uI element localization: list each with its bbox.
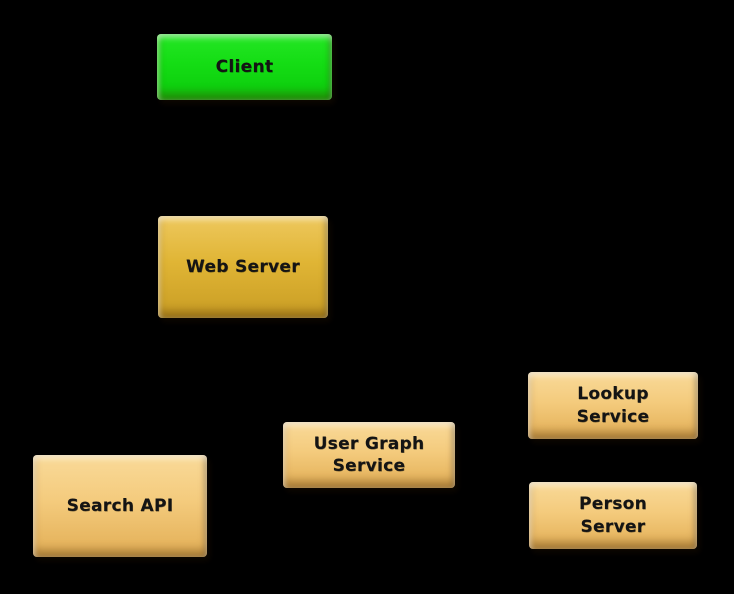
node-label-person-server: Person Server [578,494,648,537]
node-label-client: Client [215,56,274,77]
node-web-server: Web Server [158,216,328,318]
node-label-lookup-service: Lookup Service [576,384,650,427]
node-label-user-graph-service: User Graph Service [313,433,425,476]
node-client: Client [157,34,332,100]
node-search-api: Search API [33,455,207,557]
node-person-server: Person Server [529,482,697,549]
node-label-web-server: Web Server [186,256,300,277]
node-label-search-api: Search API [66,495,174,516]
node-user-graph-service: User Graph Service [283,422,455,488]
node-lookup-service: Lookup Service [528,372,698,439]
